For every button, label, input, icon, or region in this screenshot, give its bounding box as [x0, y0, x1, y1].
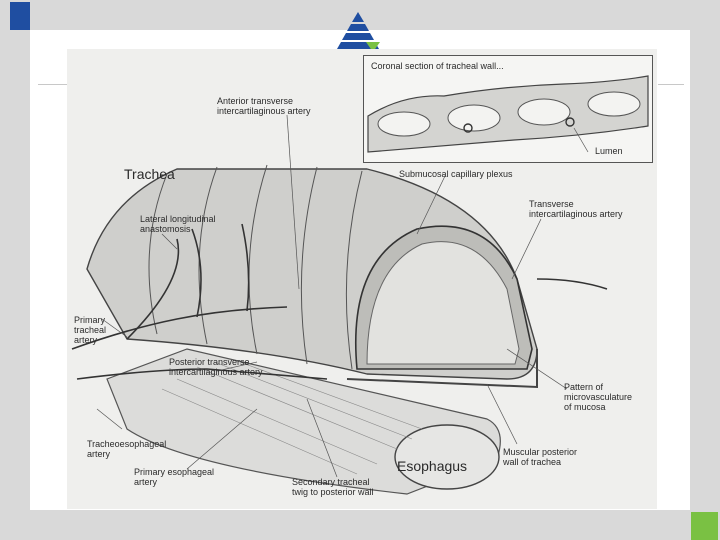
label-lateral-anastomosis: Lateral longitudinal anastomosis [140, 214, 216, 234]
accent-bar-green [691, 512, 718, 540]
label-trachea: Trachea [124, 167, 175, 182]
label-submucosal-plexus: Submucosal capillary plexus [399, 169, 513, 179]
label-transverse-artery: Transverse intercartilaginous artery [529, 199, 623, 219]
trachea-illustration: Coronal section of tracheal wall... Lume… [67, 49, 657, 509]
label-tracheoesophageal-artery: Tracheoesophageal artery [87, 439, 166, 459]
label-primary-tracheal-artery: Primary tracheal artery [74, 315, 106, 345]
label-anterior-transverse-artery: Anterior transverse intercartilaginous a… [217, 96, 311, 116]
label-mucosa-microvasculature: Pattern of microvasculature of mucosa [564, 382, 632, 412]
triangle-logo-icon [328, 10, 388, 54]
esophagus-cut-end [395, 425, 499, 489]
label-primary-esophageal-artery: Primary esophageal artery [134, 467, 214, 487]
label-esophagus: Esophagus [397, 459, 467, 474]
label-posterior-transverse-artery: Posterior transverse intercartilaginous … [169, 357, 263, 377]
inset-title: Coronal section of tracheal wall... [371, 61, 504, 71]
header-rule-right [658, 84, 684, 85]
label-secondary-tracheal-twig: Secondary tracheal twig to posterior wal… [292, 477, 374, 497]
label-lumen: Lumen [595, 146, 623, 156]
accent-bar-blue [10, 2, 30, 30]
label-muscular-posterior-wall: Muscular posterior wall of trachea [503, 447, 577, 467]
header-rule-left [38, 84, 68, 85]
